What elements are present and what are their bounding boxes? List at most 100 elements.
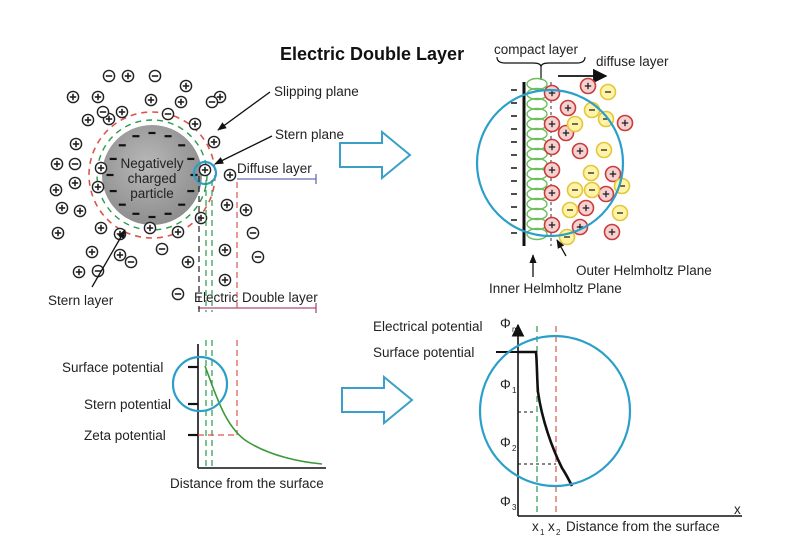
positive-ion-icon (144, 93, 158, 107)
positive-ion-icon (66, 90, 80, 104)
zoom-circle (475, 88, 625, 238)
anion-icon (595, 141, 613, 159)
particle-panel: Negatively charged particle Slipping pla… (48, 69, 359, 313)
diffuse-layer-label-right: diffuse layer (596, 54, 669, 69)
zoom-highlight-circle (192, 160, 218, 186)
positive-ion-icon (181, 255, 195, 269)
negative-ion-icon (161, 107, 175, 121)
positive-ion-icon (198, 163, 212, 177)
cation-icon (543, 216, 561, 234)
potential-curve (204, 365, 323, 465)
diffuse-layer-label: Diffuse layer (237, 161, 312, 176)
zeta-potential-label: Zeta potential (84, 428, 166, 443)
negatively-charged-particle (102, 125, 202, 225)
x1-label: x (532, 519, 539, 534)
potential-profile-curve (518, 350, 574, 487)
positive-ion-icon (91, 90, 105, 104)
phi-m-label: Φ (500, 316, 511, 331)
stern-plane-arrow (214, 135, 273, 165)
anion-icon (583, 101, 601, 119)
stern-layer-label: Stern layer (48, 293, 114, 308)
positive-ion-icon (85, 245, 99, 259)
negative-ion-icon (205, 95, 219, 109)
positive-ion-icon (69, 137, 83, 151)
cation-icon (577, 199, 595, 217)
positive-ion-icon (91, 180, 105, 194)
particle-label-line3: particle (130, 186, 174, 201)
cation-icon (571, 142, 589, 160)
phi-2-label: Φ (500, 435, 511, 450)
anion-icon (566, 115, 584, 133)
anion-icon (599, 83, 617, 101)
positive-ion-icon (218, 273, 232, 287)
svg-text:3: 3 (512, 503, 517, 512)
slipping-plane-arrow (217, 91, 271, 131)
anion-icon (611, 204, 629, 222)
cation-icon (616, 114, 634, 132)
compact-layer-brace (496, 56, 586, 68)
electrical-potential-label: Electrical potential (373, 319, 483, 334)
svg-text:1: 1 (512, 386, 517, 395)
potential-decay-panel: Surface potential Stern potential Zeta p… (62, 340, 326, 491)
inner-helmholtz-label: Inner Helmholtz Plane (489, 281, 622, 296)
positive-ion-icon (220, 198, 234, 212)
potential-model-panel: x Electrical potential Surface potential… (373, 316, 742, 537)
svg-text:2: 2 (556, 528, 561, 537)
surface-potential-label: Surface potential (62, 360, 163, 375)
positive-ion-icon (171, 225, 185, 239)
negative-ion-icon (246, 226, 260, 240)
positive-ion-icon (188, 117, 202, 131)
positive-ion-icon (94, 161, 108, 175)
negative-ion-icon (124, 255, 138, 269)
slipping-plane-label: Slipping plane (274, 84, 359, 99)
cation-icon (604, 165, 622, 183)
anion-icon (582, 164, 600, 182)
anion-icon (566, 181, 584, 199)
positive-ion-icon (51, 226, 65, 240)
phi-3-label: Φ (500, 494, 511, 509)
anion-icon (561, 201, 579, 219)
phi-1-label: Φ (500, 377, 511, 392)
cation-icon (543, 138, 561, 156)
surface-charge-column (511, 89, 517, 234)
stern-layer-arrow (91, 229, 126, 288)
positive-ion-icon (115, 105, 129, 119)
diagram-title: Electric Double Layer (280, 44, 464, 64)
positive-ion-icon (113, 248, 127, 262)
cation-icon (543, 161, 561, 179)
distance-label-right: Distance from the surface (566, 519, 720, 534)
negative-ion-icon (148, 69, 162, 83)
positive-ion-icon (239, 203, 253, 217)
ion-cloud (49, 69, 265, 301)
x-axis-label: x (734, 502, 741, 517)
ohp-arrow (556, 239, 567, 257)
outer-helmholtz-label: Outer Helmholtz Plane (576, 263, 712, 278)
positive-ion-icon (55, 201, 69, 215)
positive-ion-icon (49, 183, 63, 197)
positive-ion-icon (218, 243, 232, 257)
x2-label: x (548, 519, 555, 534)
positive-ion-icon (50, 157, 64, 171)
stern-potential-label: Stern potential (84, 397, 171, 412)
highlight-circle-large (478, 334, 632, 488)
negative-ion-icon (171, 287, 185, 301)
surface-potential-label-right: Surface potential (373, 345, 474, 360)
positive-ion-icon (94, 221, 108, 235)
cation-icon (543, 184, 561, 202)
negative-ion-icon (251, 250, 265, 264)
svg-text:m: m (512, 325, 519, 334)
electric-double-layer-label: Electric Double layer (194, 290, 318, 305)
positive-ion-icon (194, 211, 208, 225)
surface-negative-charges (106, 131, 198, 219)
cation-icon (559, 99, 577, 117)
positive-ion-icon (223, 168, 237, 182)
diffuse-ion-cloud (543, 77, 634, 246)
negative-ion-icon (96, 105, 110, 119)
negative-ion-icon (102, 69, 116, 83)
anion-icon (583, 181, 601, 199)
right-arrow-bottom (341, 374, 414, 426)
negative-ion-icon (68, 157, 82, 171)
distance-label-left: Distance from the surface (170, 476, 324, 491)
